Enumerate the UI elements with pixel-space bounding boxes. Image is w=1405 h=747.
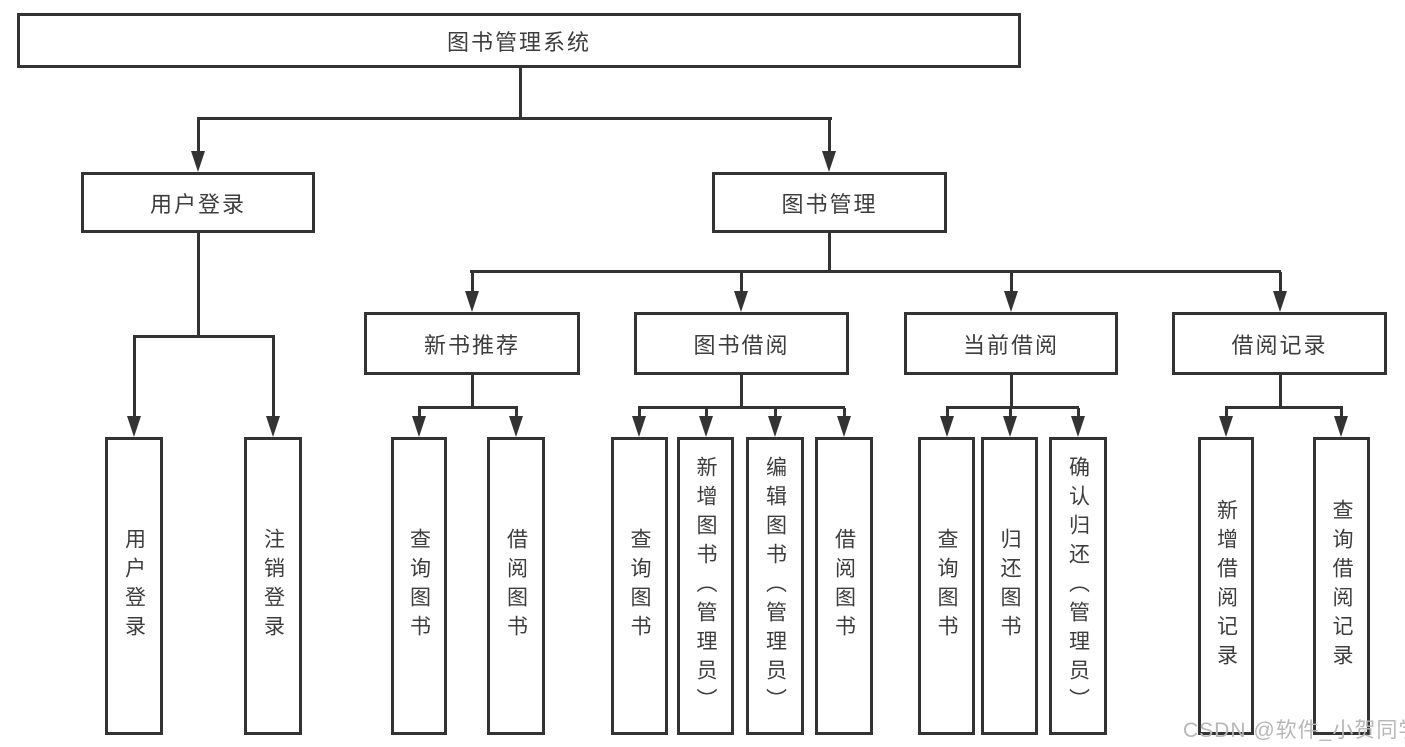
node-label: 图书管理系统 <box>446 29 591 55</box>
connector-arrowhead-icon <box>699 416 713 437</box>
connector-line <box>197 117 832 120</box>
connector-line <box>133 335 275 338</box>
connector-line <box>418 408 421 417</box>
node-label: 查询借阅记录 <box>1330 499 1353 673</box>
connector-arrowhead-icon <box>837 416 851 437</box>
node-current-borrowing: 当前借阅 <box>904 312 1118 375</box>
leaf-add-book-admin: 新增图书（管理员） <box>677 437 734 735</box>
node-label: 确认归还（管理员） <box>1066 455 1090 717</box>
connector-arrowhead-icon <box>768 416 782 437</box>
connector-arrowhead-icon <box>1003 416 1017 437</box>
connector-line <box>1077 408 1080 417</box>
leaf-query-borrow-record: 查询借阅记录 <box>1313 437 1370 735</box>
connector-line <box>946 408 949 417</box>
leaf-logout: 注销登录 <box>244 437 302 735</box>
connector-line <box>828 232 831 272</box>
connector-line <box>519 68 522 119</box>
connector-line <box>197 119 200 153</box>
node-label: 查询图书 <box>407 528 431 644</box>
connector-line <box>828 119 831 153</box>
connector-arrowhead-icon <box>1071 416 1085 437</box>
connector-line <box>1279 272 1282 292</box>
leaf-user-login: 用户登录 <box>105 437 163 735</box>
connector-arrowhead-icon <box>822 151 836 172</box>
connector-arrowhead-icon <box>191 151 205 172</box>
leaf-return-book: 归还图书 <box>981 437 1038 735</box>
node-user-login: 用户登录 <box>81 172 315 233</box>
watermark: CSDN @软件_小贺同学 <box>1183 719 1405 742</box>
connector-line <box>638 406 845 409</box>
node-book-borrowing: 图书借阅 <box>634 312 849 375</box>
connector-line <box>774 408 777 417</box>
node-label: 新增借阅记录 <box>1214 499 1238 673</box>
connector-arrowhead-icon <box>127 416 141 437</box>
connector-arrowhead-icon <box>266 416 280 437</box>
leaf-confirm-return-admin: 确认归还（管理员） <box>1049 437 1107 735</box>
connector-line <box>638 408 641 417</box>
node-label: 图书管理 <box>781 191 878 217</box>
node-label: 编辑图书（管理员） <box>763 455 787 717</box>
connector-line <box>740 375 743 408</box>
node-label: 借阅记录 <box>1231 332 1328 358</box>
leaf-query-books-current: 查询图书 <box>918 437 975 735</box>
connector-line <box>515 408 518 417</box>
connector-line <box>471 272 474 292</box>
node-label: 注销登录 <box>261 528 285 644</box>
node-label: 新书推荐 <box>423 332 520 358</box>
connector-line <box>1010 375 1013 408</box>
leaf-edit-book-admin: 编辑图书（管理员） <box>746 437 804 735</box>
node-label: 查询图书 <box>935 528 958 644</box>
node-label: 借阅图书 <box>504 528 528 644</box>
node-label: 借阅图书 <box>832 528 856 644</box>
connector-arrowhead-icon <box>734 291 748 312</box>
connector-arrowhead-icon <box>632 416 646 437</box>
connector-line <box>272 337 275 417</box>
node-label: 新增图书（管理员） <box>694 455 717 717</box>
node-new-book-recommendation: 新书推荐 <box>364 312 580 375</box>
connector-line <box>1279 375 1282 408</box>
connector-arrowhead-icon <box>1004 291 1018 312</box>
connector-line <box>1010 272 1013 292</box>
connector-arrowhead-icon <box>1334 416 1348 437</box>
connector-line <box>705 408 708 417</box>
connector-line <box>471 375 474 408</box>
connector-line <box>1009 408 1012 417</box>
connector-arrowhead-icon <box>1219 416 1233 437</box>
connector-arrowhead-icon <box>412 416 426 437</box>
leaf-add-borrow-record: 新增借阅记录 <box>1198 437 1254 735</box>
connector-arrowhead-icon <box>465 291 479 312</box>
node-library-management-system: 图书管理系统 <box>17 13 1021 68</box>
connector-arrowhead-icon <box>940 416 954 437</box>
node-label: 用户登录 <box>122 528 146 644</box>
connector-line <box>1225 408 1228 417</box>
leaf-borrow-books-borrowing: 借阅图书 <box>815 437 873 735</box>
leaf-borrow-books-recommend: 借阅图书 <box>487 437 545 735</box>
connector-line <box>946 406 1079 409</box>
connector-line <box>197 232 200 337</box>
node-label: 用户登录 <box>149 191 246 217</box>
connector-arrowhead-icon <box>509 416 523 437</box>
node-label: 当前借阅 <box>962 332 1059 358</box>
leaf-query-books-borrowing: 查询图书 <box>611 437 668 735</box>
connector-line <box>1225 406 1343 409</box>
connector-line <box>418 406 518 409</box>
leaf-query-books-recommend: 查询图书 <box>391 437 447 735</box>
node-label: 归还图书 <box>998 528 1021 644</box>
connector-arrowhead-icon <box>1273 291 1287 312</box>
connector-line <box>843 408 846 417</box>
connector-line <box>470 270 1281 273</box>
connector-line <box>133 337 136 417</box>
connector-line <box>1340 408 1343 417</box>
node-borrowing-records: 借阅记录 <box>1172 312 1387 375</box>
connector-line <box>740 272 743 292</box>
node-label: 图书借阅 <box>693 332 790 358</box>
node-label: 查询图书 <box>628 528 651 644</box>
node-book-management: 图书管理 <box>712 172 947 233</box>
